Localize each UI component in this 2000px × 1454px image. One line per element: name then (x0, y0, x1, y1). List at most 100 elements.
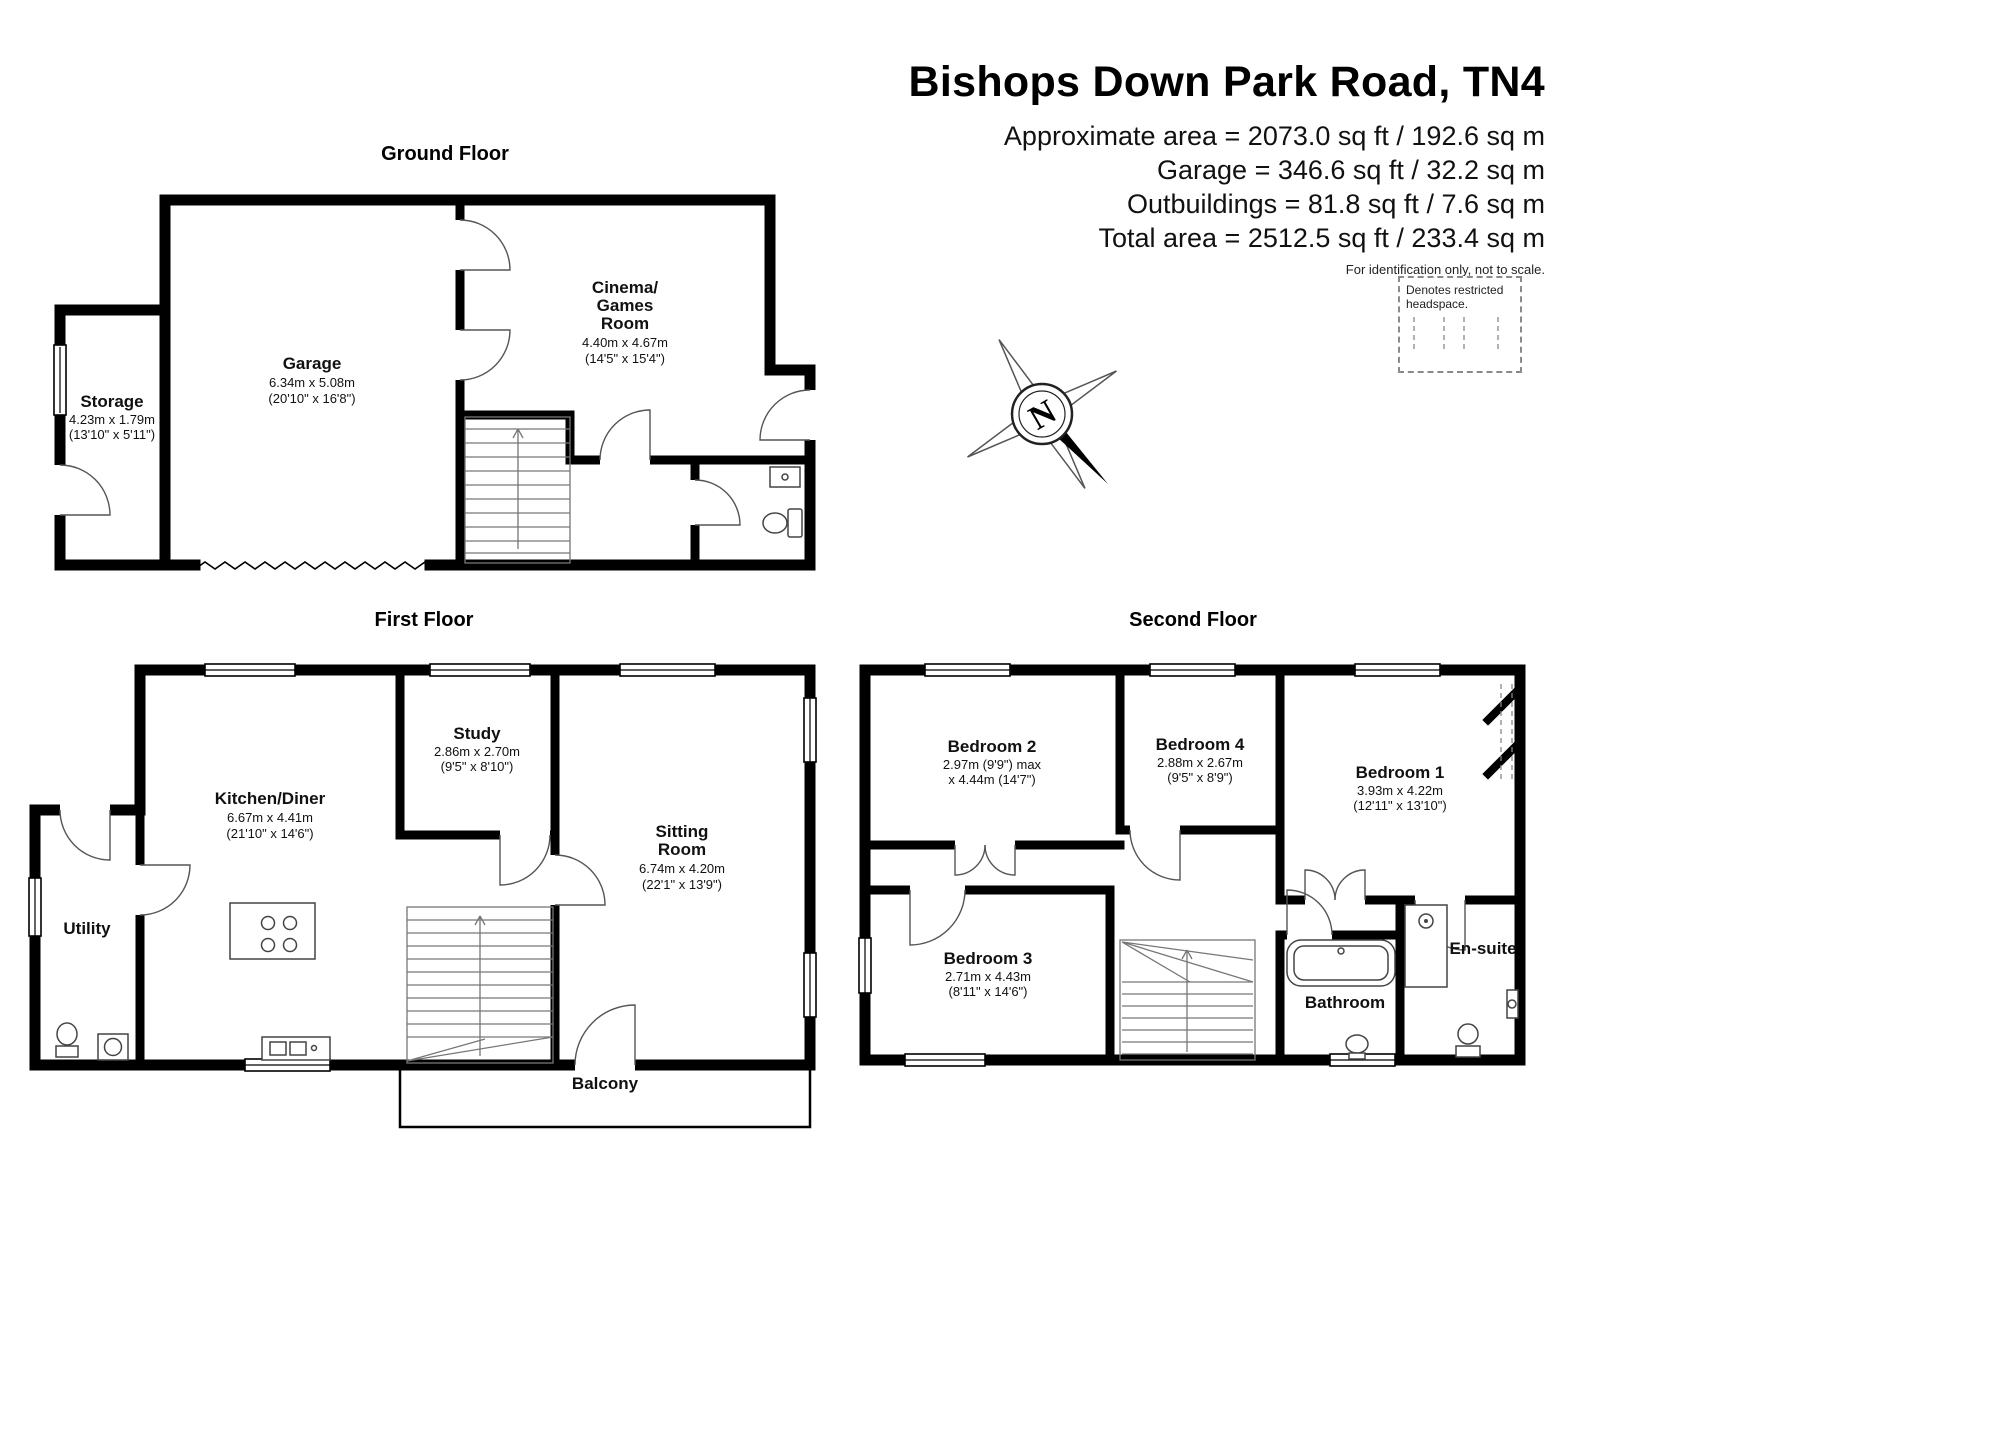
dormer-walls (1482, 682, 1526, 780)
bathroom-name: Bathroom (1305, 993, 1385, 1012)
door-arc (59, 809, 111, 861)
disclaimer-note: For identification only, not to scale. (1345, 262, 1545, 277)
door-arc (694, 479, 741, 526)
garage-dim-metric: 6.34m x 5.08m (269, 375, 355, 390)
ground-windows (53, 344, 67, 416)
door-arc (459, 219, 511, 271)
study-room-label: Study 2.86m x 2.70m (9'5" x 8'10") (434, 724, 520, 774)
bedroom2-room-label: Bedroom 2 2.97m (9'9") max x 4.44m (14'7… (943, 737, 1042, 787)
second-windows (858, 663, 1441, 1067)
second-floor-plan: Bedroom 2 2.97m (9'9") max x 4.44m (14'7… (858, 663, 1526, 1067)
area-line-garage: Garage = 346.6 sq ft / 32.2 sq m (1157, 155, 1545, 185)
ground-floor-plan: Garage 6.34m x 5.08m (20'10" x 16'8") St… (53, 194, 817, 571)
kitchen-room-label: Kitchen/Diner 6.67m x 4.41m (21'10" x 14… (215, 789, 326, 841)
study-dim-imperial: (9'5" x 8'10") (441, 759, 514, 774)
cinema-dim-metric: 4.40m x 4.67m (582, 335, 668, 350)
toilet-icon (56, 1022, 78, 1046)
ground-floor-title: Ground Floor (381, 143, 509, 165)
ground-doors (59, 219, 811, 526)
door-arc (1286, 889, 1333, 936)
bedroom3-dim-metric: 2.71m x 4.43m (945, 969, 1031, 984)
restricted-headspace-legend: Denotes restricted headspace. (1398, 276, 1522, 373)
first-room-labels: Kitchen/Diner 6.67m x 4.41m (21'10" x 14… (63, 724, 725, 1093)
first-stairs (406, 906, 554, 1064)
study-dim-metric: 2.86m x 2.70m (434, 744, 520, 759)
balcony-name: Balcony (572, 1074, 639, 1093)
bathtub-icon (1286, 939, 1396, 987)
kitchen-fixtures (229, 902, 331, 1061)
kitchen-name: Kitchen/Diner (215, 789, 326, 808)
second-floor-title: Second Floor (1129, 609, 1257, 631)
sink-icon (1506, 989, 1519, 1019)
bedroom1-dim-imperial: (12'11" x 13'10") (1353, 798, 1446, 813)
toilet-tank-icon (787, 508, 803, 538)
door-arc (459, 329, 511, 381)
door-arc (984, 844, 1016, 876)
door-arc (759, 389, 811, 441)
first-wall-openings (60, 803, 635, 1072)
second-walls (859, 664, 1526, 1066)
toilet-tank-icon (1455, 1045, 1481, 1058)
ensuite-fixtures (1404, 904, 1519, 1058)
header: Bishops Down Park Road, TN4 Approximate … (845, 58, 1545, 277)
garage-name: Garage (283, 354, 342, 373)
study-name: Study (453, 724, 501, 743)
sitting-dim-imperial: (22'1" x 13'9") (642, 877, 722, 892)
door-arc (1334, 869, 1366, 901)
bedroom4-name: Bedroom 4 (1156, 735, 1245, 754)
sitting-room-label: Sitting Room 6.74m x 4.20m (22'1" x 13'9… (639, 822, 725, 892)
first-windows (28, 663, 817, 1072)
bedroom3-name: Bedroom 3 (944, 949, 1033, 968)
area-line-approximate: Approximate area = 2073.0 sq ft / 192.6 … (1003, 121, 1545, 151)
bedroom1-name: Bedroom 1 (1356, 763, 1445, 782)
cinema-name-line2: Games (597, 296, 654, 315)
garage-dim-imperial: (20'10" x 16'8") (268, 391, 355, 406)
restricted-headspace-lines (1500, 684, 1513, 780)
restricted-headspace-label: Denotes restricted headspace. (1406, 283, 1504, 311)
shower-icon (1404, 904, 1448, 988)
sitting-name-line1: Sitting (656, 822, 709, 841)
second-stairs (1119, 939, 1256, 1061)
bedroom1-room-label: Bedroom 1 3.93m x 4.22m (12'11" x 13'10"… (1353, 763, 1446, 813)
bedroom4-dim-imperial: (9'5" x 8'9") (1167, 770, 1233, 785)
door-arc (909, 889, 966, 946)
page-title: Bishops Down Park Road, TN4 (908, 58, 1545, 106)
ground-room-labels: Garage 6.34m x 5.08m (20'10" x 16'8") St… (69, 278, 668, 442)
cinema-dim-imperial: (14'5" x 15'4") (585, 351, 665, 366)
wc-fixtures (762, 466, 803, 538)
toilet-icon (1457, 1023, 1479, 1045)
door-arc (1304, 869, 1336, 901)
storage-dim-imperial: (13'10" x 5'11") (69, 427, 155, 442)
kitchen-dim-metric: 6.67m x 4.41m (227, 810, 313, 825)
bathroom-fixtures (1286, 939, 1396, 1060)
balcony-railing (398, 1065, 812, 1129)
second-wall-openings (910, 823, 1465, 942)
bedroom4-room-label: Bedroom 4 2.88m x 2.67m (9'5" x 8'9") (1156, 735, 1245, 785)
ground-stairs (464, 416, 571, 564)
door-arc (499, 834, 551, 886)
compass-circle (1010, 382, 1074, 446)
bedroom2-dim-metric: 2.97m (9'9") max (943, 757, 1042, 772)
door-arc (574, 1004, 636, 1066)
bedroom3-room-label: Bedroom 3 2.71m x 4.43m (8'11" x 14'6") (944, 949, 1033, 999)
compass-rose-icon: N (967, 339, 1117, 489)
storage-dim-metric: 4.23m x 1.79m (69, 412, 155, 427)
toilet-tank-icon (55, 1045, 79, 1058)
area-line-total: Total area = 2512.5 sq ft / 233.4 sq m (1098, 223, 1545, 253)
toilet-icon (762, 512, 788, 534)
sitting-dim-metric: 6.74m x 4.20m (639, 861, 725, 876)
second-doors (909, 829, 1466, 951)
door-arc (59, 464, 111, 516)
ensuite-name: En-suite (1449, 939, 1516, 958)
kitchen-dim-imperial: (21'10" x 14'6") (226, 826, 313, 841)
bedroom2-name: Bedroom 2 (948, 737, 1037, 756)
restricted-hatch-sample (1413, 317, 1499, 353)
bedroom1-dim-metric: 3.93m x 4.22m (1357, 783, 1443, 798)
door-arc (139, 864, 191, 916)
utility-name: Utility (63, 919, 111, 938)
sitting-name-line2: Room (658, 840, 706, 859)
first-floor-plan: Kitchen/Diner 6.67m x 4.41m (21'10" x 14… (28, 663, 817, 1129)
door-arc (1129, 829, 1181, 881)
garage-room-label: Garage 6.34m x 5.08m (20'10" x 16'8") (268, 354, 355, 406)
